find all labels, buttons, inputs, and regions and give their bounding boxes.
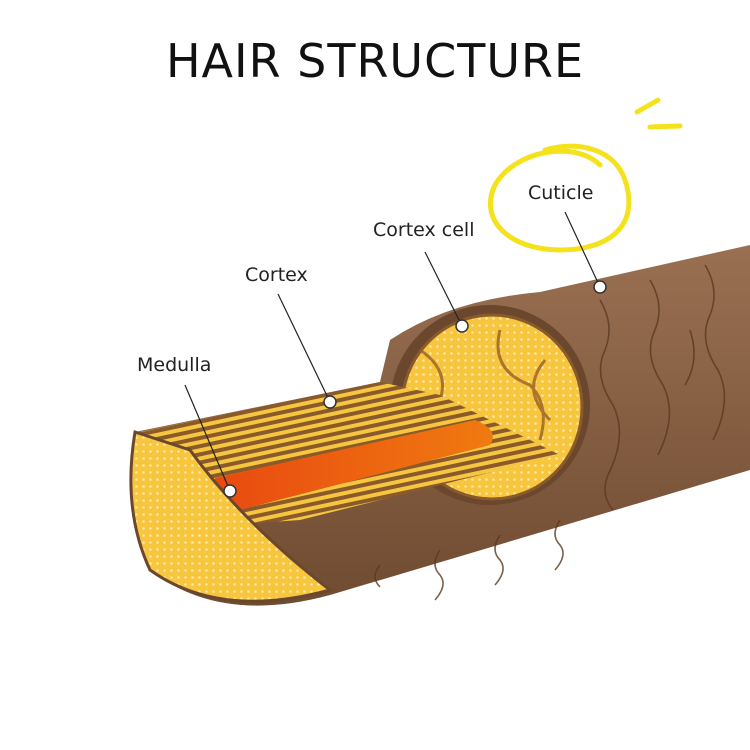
medulla-marker xyxy=(223,484,237,498)
label-cortex-cell: Cortex cell xyxy=(373,219,475,241)
diagram-title: HAIR STRUCTURE xyxy=(165,34,585,88)
cuticle-marker xyxy=(593,280,607,294)
medulla xyxy=(214,420,493,510)
cortex-marker xyxy=(323,395,337,409)
cuticle-scales xyxy=(374,264,726,601)
label-cuticle: Cuticle xyxy=(528,182,594,204)
cortex-cell-marker xyxy=(455,319,469,333)
left-cross-section xyxy=(129,430,334,603)
highlight-circle xyxy=(487,97,683,253)
label-cortex: Cortex xyxy=(245,264,308,286)
label-medulla: Medulla xyxy=(137,354,212,376)
